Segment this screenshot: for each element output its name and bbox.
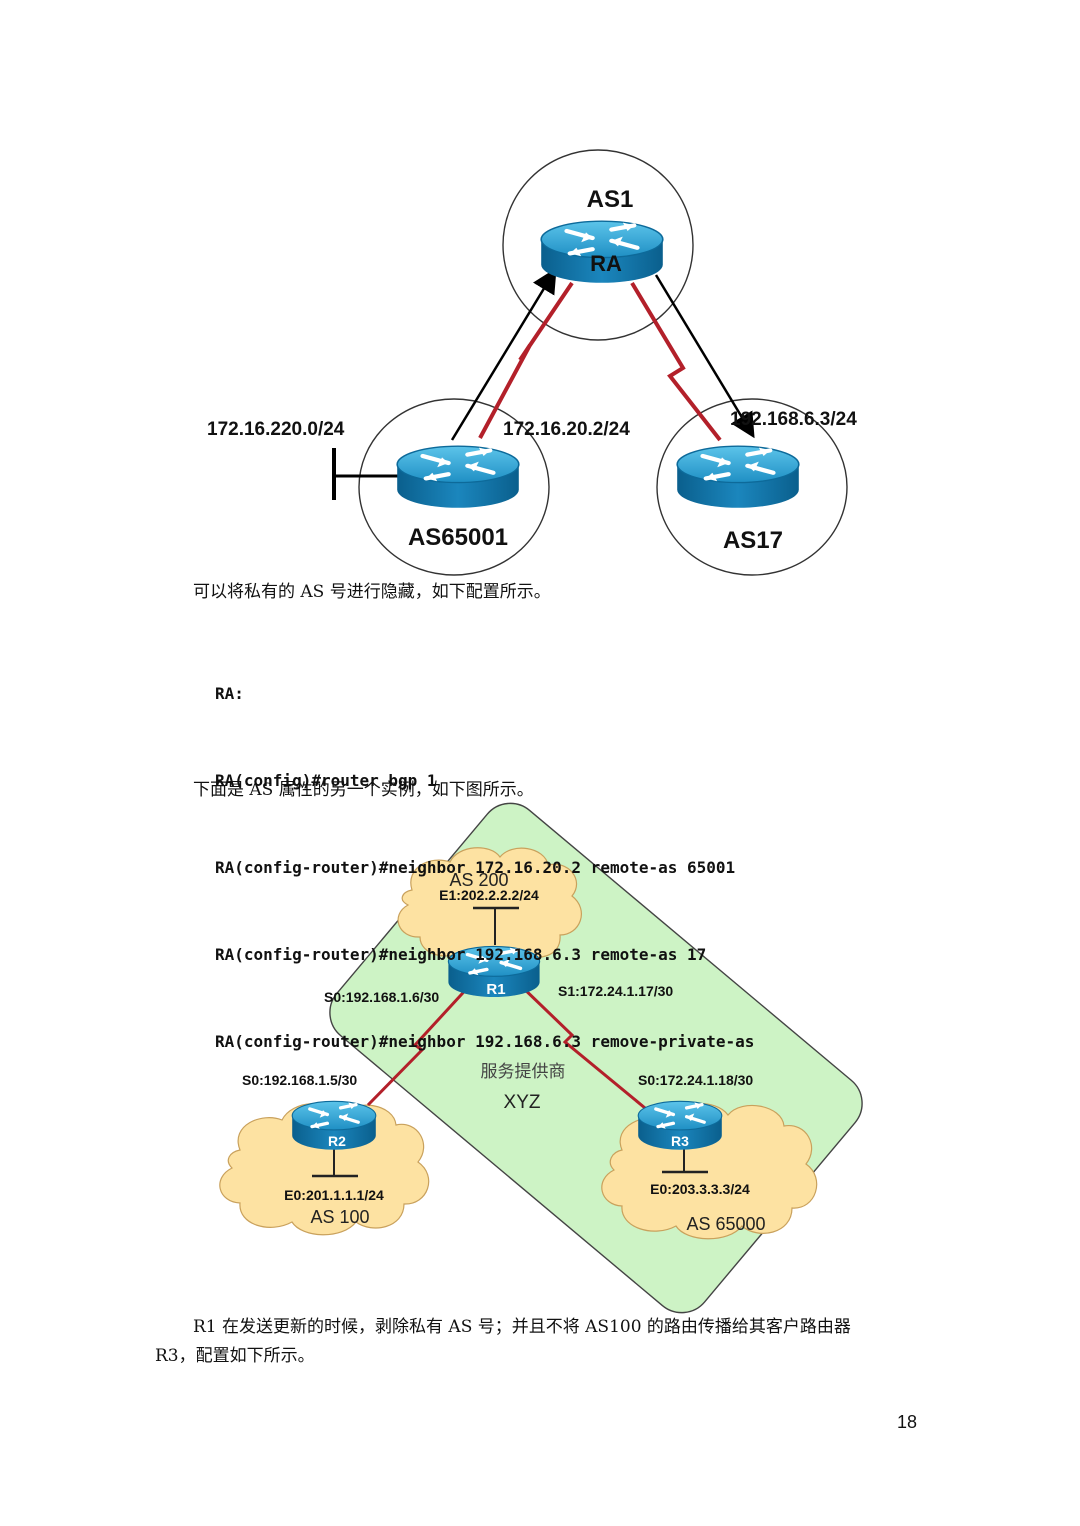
r2-e0-label: E0:201.1.1.1/24 xyxy=(284,1187,384,1203)
lan-network-label: 172.16.220.0/24 xyxy=(207,419,345,440)
config-code-block: RA: RA(config)#router bgp 1 RA(config-ro… xyxy=(215,621,754,1085)
r2-s0-label: S0:192.168.1.5/30 xyxy=(242,1072,357,1088)
as65000-label: AS 65000 xyxy=(686,1214,765,1234)
diagram-top: AS1 RA 172.16.220.0/24 172.16.20.2/24 19… xyxy=(207,149,857,576)
serial-link-right xyxy=(630,281,722,442)
paragraph-hide-private-as: 可以将私有的 AS 号进行隐藏，如下配置所示。 xyxy=(193,582,551,602)
update-arrow-left xyxy=(450,267,557,441)
as17-circle xyxy=(656,398,848,576)
update-arrow-right xyxy=(654,274,755,439)
r1-s0-label: S0:192.168.1.6/30 xyxy=(324,989,439,1005)
paragraph-r1-line2: R3，配置如下所示。 xyxy=(155,1346,315,1366)
left-ip-label: 172.16.20.2/24 xyxy=(503,419,630,440)
r3-s0-label: S0:172.24.1.18/30 xyxy=(638,1072,753,1088)
paragraph-another-example: 下面是 AS 属性的另一个实例，如下图所示。 xyxy=(193,780,534,800)
r1-e1-label: E1:202.2.2.2/24 xyxy=(439,887,539,903)
serial-link-r1-r3 xyxy=(516,981,646,1110)
code-line: RA(config-router)#neighbor 192.168.6.3 r… xyxy=(215,1032,755,1051)
as65001-label: AS65001 xyxy=(408,524,508,551)
as200-cloud xyxy=(397,847,582,963)
ra-label: RA xyxy=(590,251,622,276)
as1-circle xyxy=(502,149,694,341)
r3-e0-label: E0:203.3.3.3/24 xyxy=(650,1181,750,1197)
router-icon-as65001 xyxy=(397,446,519,508)
r3-label: R3 xyxy=(671,1133,689,1149)
r1-label: R1 xyxy=(486,981,505,998)
diagram-bottom: AS 200 E1:202.2.2.2/24 R1 S0:192.168.1.6… xyxy=(219,802,863,1314)
as17-label: AS17 xyxy=(723,527,783,554)
r1-s1-label: S1:172.24.1.17/30 xyxy=(558,983,673,999)
xyz-label: XYZ xyxy=(504,1092,541,1113)
code-line: RA(config-router)#neighbor 192.168.6.3 r… xyxy=(215,945,707,964)
right-ip-label: 192.168.6.3/24 xyxy=(730,409,857,430)
paragraph-r1-line1: R1 在发送更新的时候，剥除私有 AS 号；并且不将 AS100 的路由传播给其… xyxy=(193,1317,851,1337)
as200-label: AS 200 xyxy=(449,870,508,890)
as100-label: AS 100 xyxy=(310,1207,369,1227)
page-number: 18 xyxy=(897,1412,918,1432)
code-line: RA(config-router)#neighbor 172.16.20.2 r… xyxy=(215,858,736,877)
as1-label: AS1 xyxy=(587,186,634,213)
provider-label: 服务提供商 xyxy=(481,1062,566,1082)
serial-link-r1-r2 xyxy=(366,981,474,1107)
code-line: RA(config)#router bgp 1 xyxy=(215,771,437,790)
code-line: RA: xyxy=(215,684,244,703)
r2-label: R2 xyxy=(328,1133,346,1149)
as65001-circle xyxy=(358,398,550,576)
serial-link-left xyxy=(478,281,574,439)
router-icon-as17 xyxy=(677,446,799,508)
